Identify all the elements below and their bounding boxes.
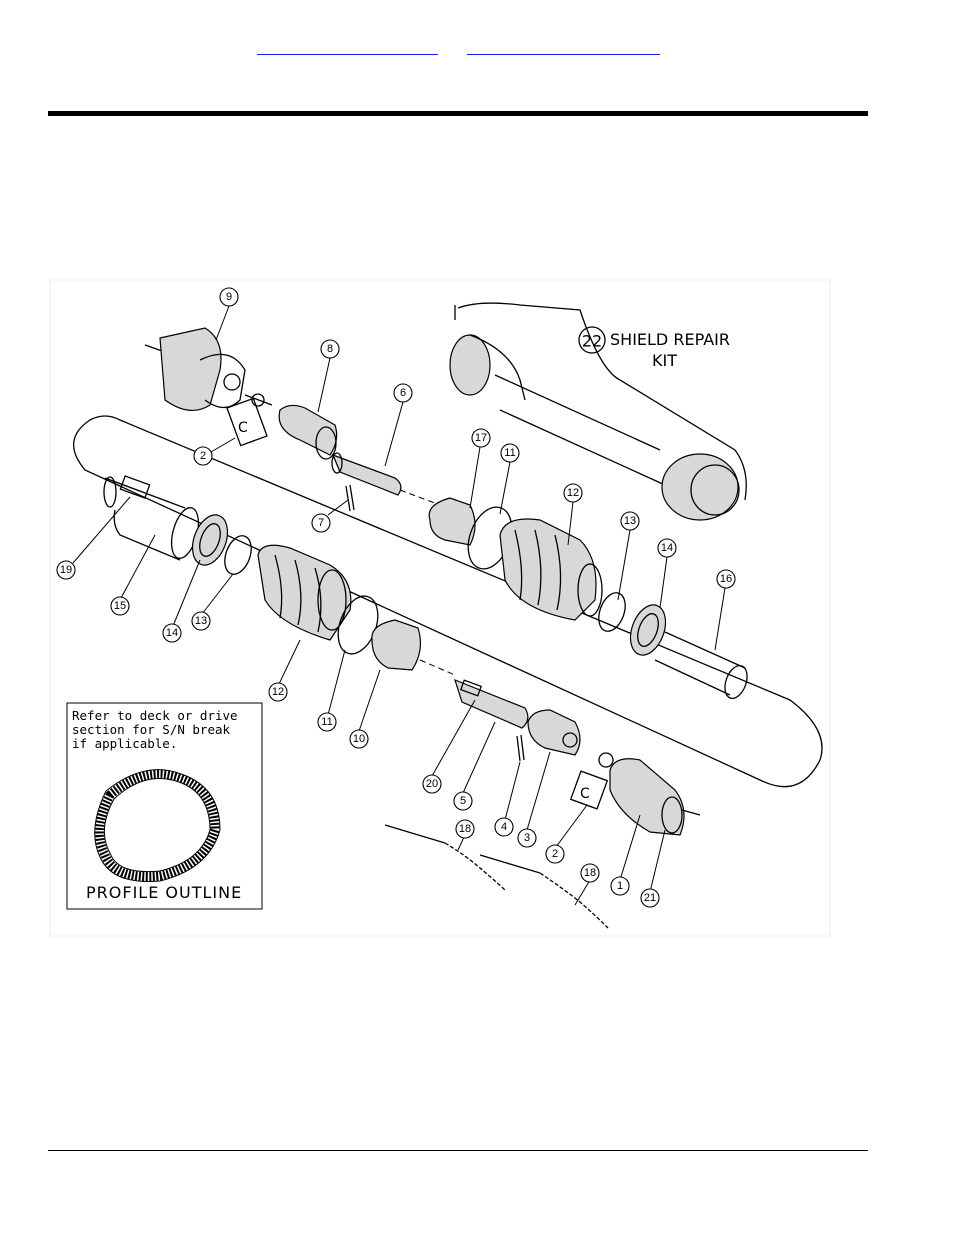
part-14-bearing-upper	[624, 600, 672, 660]
svg-text:1: 1	[617, 880, 623, 892]
svg-text:18: 18	[459, 823, 471, 835]
part-16-tube	[655, 632, 751, 701]
callout-3: 3	[518, 829, 536, 847]
callout-1: 1	[611, 877, 629, 895]
svg-text:13: 13	[624, 515, 636, 527]
svg-text:15: 15	[114, 600, 126, 612]
callout-17: 17	[472, 429, 490, 447]
svg-text:3: 3	[524, 832, 530, 844]
callout-18-left: 18	[456, 820, 474, 838]
callout-6: 6	[394, 384, 412, 402]
part-12-bellows-upper	[500, 519, 602, 620]
part-7-pin	[346, 485, 354, 511]
callout-12-lower: 12	[269, 683, 287, 701]
svg-text:20: 20	[426, 778, 438, 790]
svg-text:7: 7	[318, 517, 324, 529]
svg-text:18: 18	[584, 867, 596, 879]
part-5-tube	[455, 680, 528, 728]
svg-text:2: 2	[552, 848, 558, 860]
part-2-cross-bottom: C	[571, 753, 613, 809]
callout-13-upper: 13	[621, 512, 639, 530]
svg-text:14: 14	[166, 627, 178, 639]
callout-8: 8	[321, 340, 339, 358]
part-12-bellows-lower	[258, 545, 351, 640]
svg-text:6: 6	[400, 387, 406, 399]
part-4-pin	[517, 735, 524, 761]
svg-text:2: 2	[200, 450, 206, 462]
callout-19: 19	[57, 561, 75, 579]
callout-11-upper: 11	[501, 444, 519, 462]
callout-21: 21	[641, 889, 659, 907]
svg-text:13: 13	[195, 615, 207, 627]
callout-14-lower: 14	[163, 624, 181, 642]
callout-14-upper: 14	[658, 539, 676, 557]
kit-label-line2: KIT	[652, 351, 677, 370]
svg-text:11: 11	[504, 447, 515, 459]
profile-outline-label: PROFILE OUTLINE	[86, 883, 242, 902]
callout-5: 5	[454, 792, 472, 810]
callout-2-top: 2	[194, 447, 212, 465]
note-line-1: Refer to deck or drive	[72, 708, 238, 723]
part-1-yoke	[610, 759, 700, 835]
profile-note-box: Refer to deck or drive section for S/N b…	[67, 703, 262, 909]
callout-12-upper: 12	[564, 484, 582, 502]
svg-text:4: 4	[501, 821, 507, 833]
part-6-tube	[332, 453, 401, 495]
part-17-ring	[429, 498, 475, 545]
svg-text:21: 21	[644, 892, 656, 904]
callout-11-lower: 11	[318, 713, 336, 731]
part-13-oring-upper	[594, 589, 630, 635]
part-9-yoke	[145, 328, 245, 410]
kit-label-line1: SHIELD REPAIR	[610, 330, 730, 349]
callout-7: 7	[312, 514, 330, 532]
callout-20: 20	[423, 775, 441, 793]
svg-text:14: 14	[661, 542, 673, 554]
svg-text:C: C	[580, 786, 590, 802]
part-10-ring	[372, 620, 421, 670]
svg-text:5: 5	[460, 795, 466, 807]
svg-text:C: C	[238, 420, 248, 436]
part-2-cross-top: C	[227, 394, 272, 446]
svg-text:9: 9	[226, 291, 232, 303]
svg-text:12: 12	[272, 686, 284, 698]
part-15-sleeve	[104, 476, 203, 561]
svg-text:11: 11	[321, 716, 332, 728]
note-line-2: section for S/N break	[72, 722, 231, 737]
note-line-3: if applicable.	[72, 736, 177, 751]
callout-9: 9	[220, 288, 238, 306]
callout-16: 16	[717, 570, 735, 588]
kit-callout-number: 22	[582, 332, 602, 351]
svg-text:19: 19	[60, 564, 72, 576]
svg-text:10: 10	[353, 733, 365, 745]
svg-text:16: 16	[720, 573, 732, 585]
callout-10: 10	[350, 730, 368, 748]
svg-text:8: 8	[327, 343, 333, 355]
callout-13-lower: 13	[192, 612, 210, 630]
svg-text:17: 17	[475, 432, 487, 444]
svg-text:12: 12	[567, 487, 579, 499]
callout-15: 15	[111, 597, 129, 615]
callout-2-bottom: 2	[546, 845, 564, 863]
part-8-yoke	[279, 405, 337, 459]
callout-18-right: 18	[581, 864, 599, 882]
part-3-yoke	[528, 710, 580, 755]
callout-4: 4	[495, 818, 513, 836]
